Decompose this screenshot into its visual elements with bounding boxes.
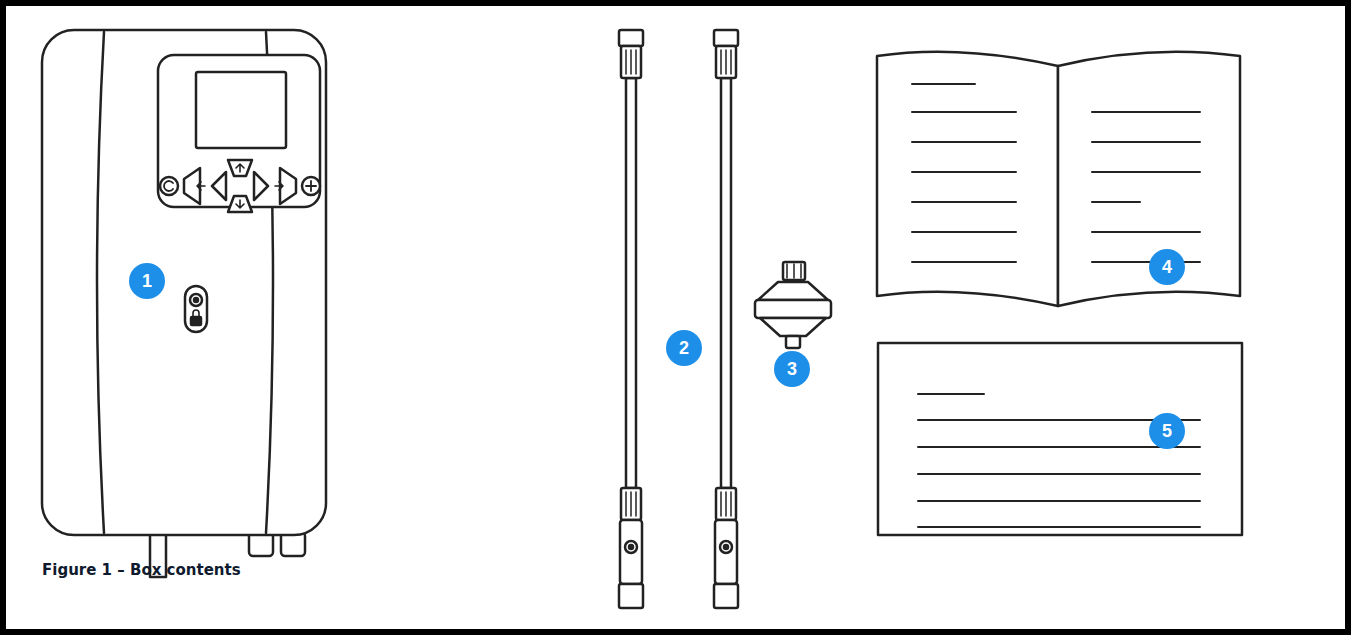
figure-caption: Figure 1 – Box contents <box>42 561 241 579</box>
guarantee-card <box>878 343 1242 535</box>
hose-pair <box>619 30 738 608</box>
callout-number: 2 <box>666 330 702 366</box>
instruction-booklet <box>877 52 1240 306</box>
hose <box>619 30 643 608</box>
callout-number: 3 <box>774 351 810 387</box>
filter <box>755 262 831 348</box>
callout-number: 5 <box>1149 413 1185 449</box>
callout-number: 4 <box>1149 249 1185 285</box>
hose <box>714 30 738 608</box>
controller-unit <box>42 30 326 577</box>
callout-number: 1 <box>129 263 165 299</box>
